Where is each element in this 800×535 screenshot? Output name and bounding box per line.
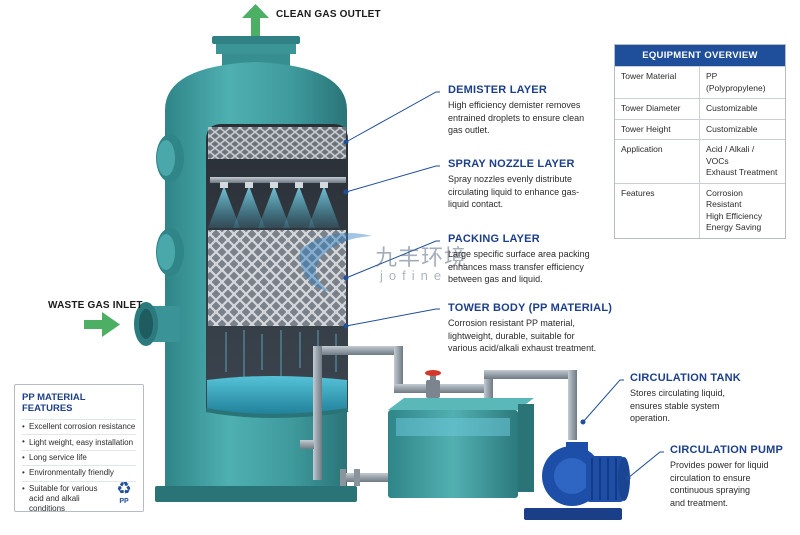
watermark-en: jofine: [380, 268, 448, 283]
overview-key: Tower Material: [615, 67, 700, 98]
waste-gas-inlet-label: WASTE GAS INLET: [48, 300, 143, 311]
list-item: Suitable for various acid and alkali con…: [22, 480, 136, 516]
manhole-upper: [156, 134, 184, 182]
callout-packing: PACKING LAYER Large specific surface are…: [448, 233, 608, 286]
table-row: Tower Material PP (Polypropylene): [615, 66, 785, 98]
callout-spray-nozzle: SPRAY NOZZLE LAYER Spray nozzles evenly …: [448, 158, 608, 211]
callout-title: DEMISTER LAYER: [448, 84, 547, 96]
callout-title: CIRCULATION TANK: [630, 372, 741, 384]
overview-value: Customizable: [706, 103, 758, 113]
pp-features-title: PP MATERIAL FEATURES: [22, 392, 86, 414]
overview-key: Tower Diameter: [615, 99, 700, 119]
circulation-tank: [388, 398, 534, 498]
callout-circulation-pump: CIRCULATION PUMP Provides power for liqu…: [670, 444, 796, 509]
callout-circulation-tank: CIRCULATION TANK Stores circulating liqu…: [630, 372, 780, 425]
callout-title: CIRCULATION PUMP: [670, 444, 783, 456]
watermark-logo-icon: [299, 233, 372, 292]
callout-title: SPRAY NOZZLE LAYER: [448, 158, 575, 170]
circulation-pump: [524, 442, 630, 520]
cutaway-rim: [205, 408, 349, 418]
overview-key: Features: [615, 183, 700, 238]
recycle-icon: ♻ PP: [112, 480, 136, 505]
callout-title: PACKING LAYER: [448, 233, 540, 245]
clean-gas-arrow-icon: [242, 4, 269, 38]
overview-value: PP (Polypropylene): [706, 71, 766, 93]
table-row: Tower Diameter Customizable: [615, 98, 785, 119]
top-outlet-pipe: [212, 36, 300, 66]
sump-water: [207, 376, 347, 416]
equipment-overview-table: EQUIPMENT OVERVIEW Tower Material PP (Po…: [614, 44, 786, 239]
table-row: Tower Height Customizable: [615, 118, 785, 139]
manhole-lower: [156, 228, 184, 276]
watermark-cn: 九丰环境: [375, 246, 468, 271]
pp-badge: PP: [119, 498, 129, 505]
tower-base: [155, 486, 357, 502]
list-item: Long service life: [22, 449, 136, 465]
overview-key: Tower Height: [615, 119, 700, 139]
spray-nozzle-layer: [208, 177, 346, 228]
waste-gas-arrow-icon: [84, 312, 120, 337]
clean-gas-outlet-label: CLEAN GAS OUTLET: [276, 9, 381, 20]
callout-tower-body: TOWER BODY (PP MATERIAL) Corrosion resis…: [448, 302, 618, 355]
callout-title: TOWER BODY (PP MATERIAL): [448, 302, 613, 314]
callout-desc: Stores circulating liquid,ensures stable…: [630, 388, 726, 423]
overview-key: Application: [615, 140, 700, 183]
callout-demister: DEMISTER LAYER High efficiency demister …: [448, 84, 608, 137]
waste-gas-inlet-nozzle: [134, 302, 180, 346]
overview-value: Customizable: [706, 123, 758, 134]
list-item: Light weight, easy installation: [22, 434, 136, 449]
list-item: Excellent corrosion resistance: [22, 419, 136, 434]
leader-lines: [343, 91, 664, 481]
pp-features-list: Excellent corrosion resistance Light wei…: [15, 419, 143, 516]
demister-layer: [208, 127, 346, 159]
overview-title: EQUIPMENT OVERVIEW: [615, 45, 785, 66]
packing-layer: [208, 230, 346, 326]
list-item: Environmentally friendly: [22, 465, 136, 480]
callout-desc: Corrosion resistant PP material,lightwei…: [448, 318, 597, 353]
pp-material-features-box: PP MATERIAL FEATURES Excellent corrosion…: [14, 384, 144, 513]
